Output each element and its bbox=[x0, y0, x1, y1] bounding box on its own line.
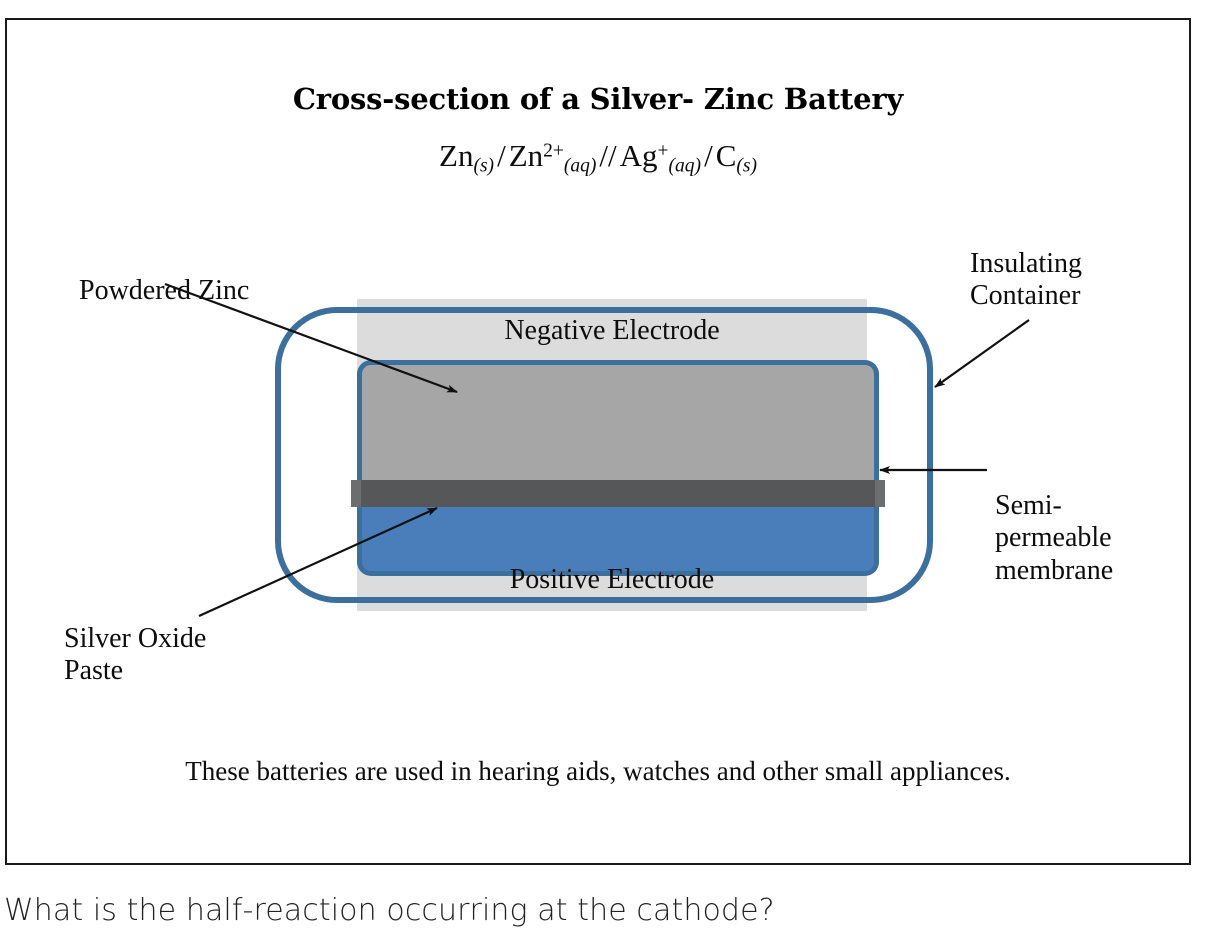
cell-notation-species-1-state: (s) bbox=[473, 155, 495, 177]
leader-line-insulating-container bbox=[934, 319, 1030, 388]
cell-notation-species-2: Zn bbox=[508, 138, 544, 173]
cell-notation-species-2-state: (aq) bbox=[563, 155, 597, 177]
membrane-left-edge bbox=[351, 480, 361, 507]
cell-stack bbox=[351, 360, 885, 576]
label-semi-permeable-line-3: membrane bbox=[995, 554, 1114, 586]
cell-notation-species-2-charge: 2+ bbox=[543, 140, 564, 162]
label-semi-permeable-line-1: Semi- bbox=[995, 490, 1062, 521]
label-insulating-container-line-1: Insulating bbox=[970, 248, 1082, 279]
cell-notation-separator-3: / bbox=[704, 138, 713, 173]
membrane-right-edge bbox=[875, 480, 885, 507]
label-silver-oxide-paste: Silver Oxide Paste bbox=[64, 623, 206, 688]
semi-permeable-membrane-region bbox=[351, 480, 885, 507]
negative-electrode-label: Negative Electrode bbox=[504, 315, 720, 346]
label-silver-oxide-line-2: Paste bbox=[64, 655, 124, 687]
usage-caption: These batteries are used in hearing aids… bbox=[185, 756, 1011, 786]
insulating-container-shape bbox=[275, 307, 933, 603]
cell-notation-species-4: C bbox=[715, 138, 737, 173]
powdered-zinc-region bbox=[357, 360, 879, 480]
cell-notation-species-3-state: (aq) bbox=[668, 155, 702, 177]
label-semi-permeable-line-2: permeable bbox=[995, 522, 1112, 554]
silver-oxide-paste-region bbox=[357, 507, 879, 576]
cell-notation-species-3-charge: + bbox=[657, 140, 669, 162]
label-powdered-zinc: Powdered Zinc bbox=[79, 275, 250, 306]
figure-frame: Cross-section of a Silver- Zinc Battery … bbox=[5, 18, 1191, 865]
cell-notation-species-3: Ag bbox=[619, 138, 658, 173]
label-semi-permeable-membrane: Semi- permeable membrane bbox=[995, 490, 1113, 587]
cell-notation-species-1: Zn bbox=[439, 138, 474, 173]
cell-notation-species-4-state: (s) bbox=[736, 155, 757, 177]
positive-electrode-label: Positive Electrode bbox=[509, 564, 715, 595]
label-insulating-container-line-2: Container bbox=[970, 280, 1081, 312]
label-insulating-container: Insulating Container bbox=[970, 248, 1082, 313]
battery-cross-section-diagram: Negative Electrode Positive Electrode bbox=[275, 299, 933, 611]
label-silver-oxide-line-1: Silver Oxide bbox=[64, 623, 207, 654]
question-text: What is the half-reaction occurring at t… bbox=[4, 893, 775, 928]
cell-notation-separator-2: // bbox=[599, 138, 617, 173]
cell-notation: Zn(s)/Zn2+(aq)//Ag+(aq)/C(s) bbox=[7, 138, 1189, 177]
cell-notation-separator-1: / bbox=[497, 138, 506, 173]
figure-title: Cross-section of a Silver- Zinc Battery bbox=[292, 82, 904, 116]
